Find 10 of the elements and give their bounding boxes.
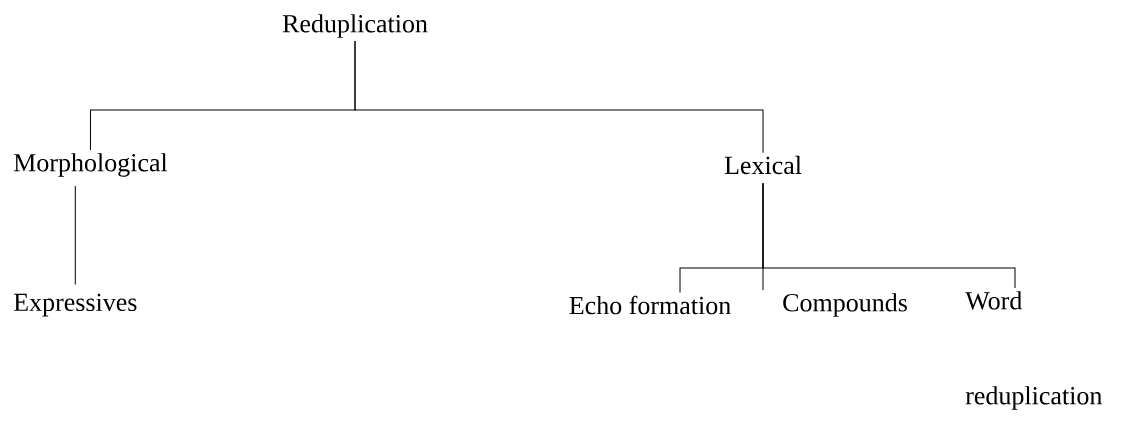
tree-line	[74, 185, 76, 285]
tree-label: Reduplication	[282, 14, 428, 38]
tree-label: Expressives	[13, 293, 137, 317]
tree-line	[354, 40, 764, 154]
tree-label: Lexical	[724, 155, 802, 175]
tree-label: Word reduplication	[965, 291, 1102, 410]
tree-label: Compounds	[783, 293, 907, 317]
tree-line	[762, 182, 1016, 289]
tree-label: Morphological	[13, 153, 168, 177]
tree-label: Echo formation	[569, 295, 731, 315]
